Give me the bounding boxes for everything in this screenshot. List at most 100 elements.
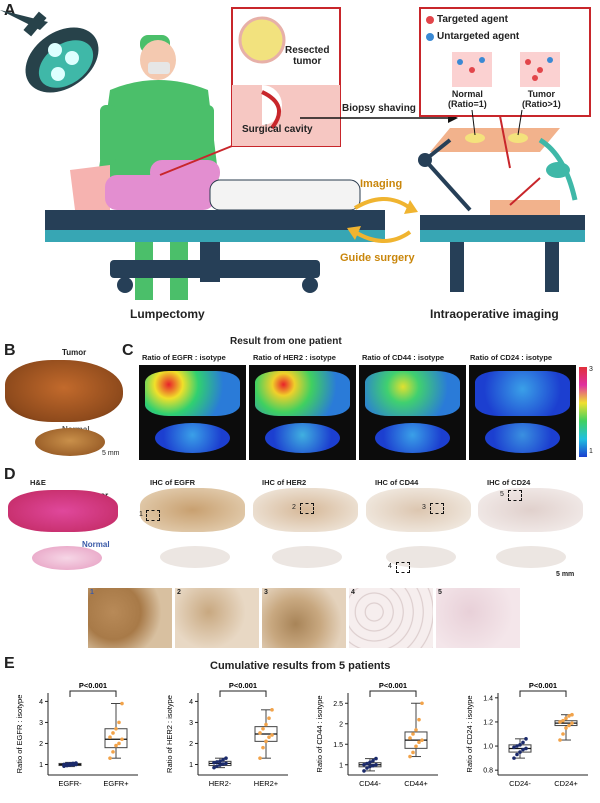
zoom-tile-2 <box>175 588 259 648</box>
data-point <box>270 733 274 737</box>
data-point <box>515 744 519 748</box>
x-tick-label: CD44- <box>359 779 381 788</box>
data-point <box>518 743 522 747</box>
ratio-map-cd44 <box>359 365 466 460</box>
panel-c-letter: C <box>122 342 134 359</box>
panel-c-col-her2: Ratio of HER2 : isotype <box>253 353 336 362</box>
significance-bracket <box>219 690 267 697</box>
panel-c-title: Result from one patient <box>230 336 342 347</box>
data-point <box>221 762 225 766</box>
significance-bracket <box>369 690 417 697</box>
data-point <box>411 750 415 755</box>
y-tick-label: 2 <box>339 721 343 728</box>
data-point <box>365 761 369 766</box>
colorbar-top-label: 3 <box>589 366 593 373</box>
data-point <box>417 740 421 744</box>
roi-label-3: 3 <box>422 504 426 511</box>
colorbar-bottom-label: 1 <box>589 448 593 455</box>
data-point <box>564 716 568 721</box>
roi-label-2: 2 <box>292 504 296 511</box>
panel-d-col-her2: IHC of HER2 <box>262 478 307 487</box>
panel-b-scale-label: 5 mm <box>102 450 120 457</box>
ratio-map-egfr <box>139 365 246 460</box>
data-point <box>114 743 118 748</box>
x-tick-label: HER2- <box>209 779 232 788</box>
y-tick-label: 1 <box>189 762 193 769</box>
he-tumor-section <box>8 490 118 532</box>
data-point <box>74 761 78 765</box>
biopsy-shaving-label: Biopsy shaving <box>342 103 416 114</box>
y-axis-label: Ratio of EGFR : isotype <box>15 695 24 774</box>
roi-box-3 <box>430 503 444 514</box>
x-tick-label: EGFR+ <box>103 779 129 788</box>
normal-specimen-photo <box>35 428 105 456</box>
data-point <box>267 716 271 721</box>
y-tick-label: 2.5 <box>333 701 343 708</box>
data-point <box>117 720 121 725</box>
roi-box-2 <box>300 503 314 514</box>
data-point <box>512 756 516 760</box>
p-value-label: P<0.001 <box>529 681 557 690</box>
data-point <box>71 761 75 766</box>
panel-c-col-cd44: Ratio of CD44 : isotype <box>362 353 445 362</box>
data-point <box>558 720 562 724</box>
data-point <box>371 763 375 768</box>
panel-d-letter: D <box>4 466 16 483</box>
x-tick-label: CD44+ <box>404 779 428 788</box>
colorbar <box>579 367 587 457</box>
roi-box-1 <box>146 510 160 521</box>
data-point <box>558 738 562 742</box>
roi-box-5 <box>508 490 522 501</box>
data-point <box>561 732 565 736</box>
targeted-agent-legend: Targeted agent <box>437 14 508 25</box>
zoom-tile-4 <box>349 588 433 648</box>
y-tick-label: 2 <box>39 741 43 748</box>
data-point <box>512 745 516 750</box>
x-tick-label: HER2+ <box>254 779 279 788</box>
data-point <box>264 722 268 727</box>
panel-d-col-egfr: IHC of EGFR <box>150 478 195 487</box>
panel-c-col-cd24: Ratio of CD24 : isotype <box>470 353 553 362</box>
guide-surgery-label: Guide surgery <box>340 252 415 264</box>
roi-label-1: 1 <box>139 511 143 518</box>
panel-a-illustration <box>0 7 591 300</box>
data-point <box>524 737 528 741</box>
p-value-label: P<0.001 <box>379 681 407 690</box>
data-point <box>414 744 418 749</box>
zoom-label-5: 5 <box>438 589 442 596</box>
data-point <box>414 728 418 732</box>
data-point <box>374 756 378 761</box>
y-tick-label: 1 <box>339 762 343 769</box>
data-point <box>417 717 421 722</box>
y-tick-label: 1.2 <box>483 719 493 726</box>
data-point <box>420 701 424 706</box>
lumpectomy-label: Lumpectomy <box>130 307 205 321</box>
intraoperative-inset <box>419 7 591 169</box>
data-point <box>368 764 372 769</box>
zoom-label-4: 4 <box>351 589 355 596</box>
ihc-cd44-tumor <box>366 488 471 532</box>
data-point <box>212 765 216 770</box>
ihc-egfr-normal <box>160 546 230 568</box>
roi-label-4: 4 <box>388 563 392 570</box>
panel-d-col-he: H&E <box>30 478 46 487</box>
y-tick-label: 4 <box>39 699 43 706</box>
patient-figure <box>70 160 361 211</box>
data-point <box>224 756 228 760</box>
data-point <box>365 766 369 770</box>
surgical-cavity-label: Surgical cavity <box>242 124 313 135</box>
data-point <box>258 731 262 735</box>
x-tick-label: CD24- <box>509 779 531 788</box>
ihc-her2-tumor <box>253 488 358 532</box>
roi-box-4 <box>396 562 410 573</box>
panel-d-scale-label: 5 mm <box>556 571 575 578</box>
data-point <box>215 764 219 768</box>
ratio-map-cd24 <box>469 365 576 460</box>
intraoperative-imaging-label: Intraoperative imaging <box>430 307 559 321</box>
panel-d-col-cd24: IHC of CD24 <box>487 478 531 487</box>
y-axis-label: Ratio of CD24 : isotype <box>465 695 474 772</box>
roi-label-5: 5 <box>500 491 504 498</box>
y-tick-label: 3 <box>189 720 193 727</box>
imaging-label: Imaging <box>360 178 403 190</box>
